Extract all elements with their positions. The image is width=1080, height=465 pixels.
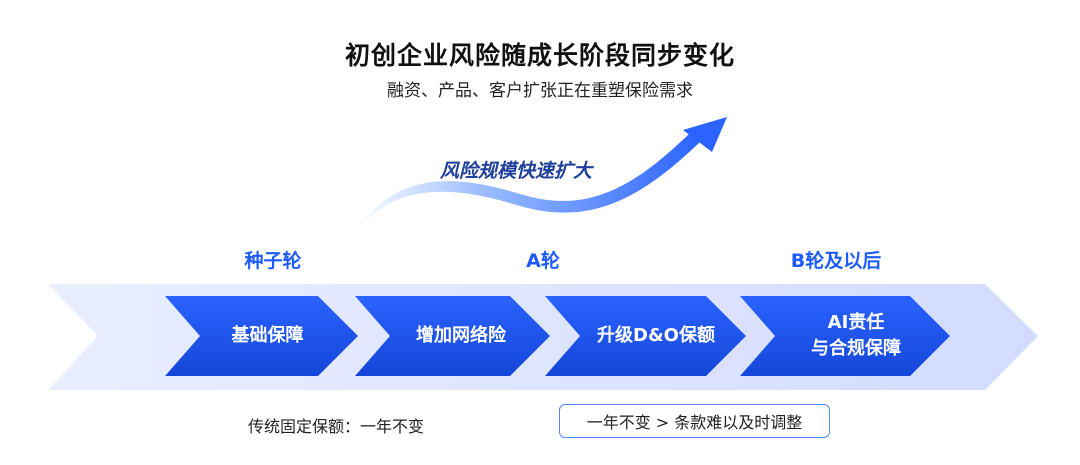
step-chevron-4	[740, 296, 950, 376]
step-4-text-line2: 与合规保障	[811, 338, 901, 359]
stage-label-series-b: B轮及以后	[790, 250, 882, 272]
step-label-2: 增加网络险	[382, 296, 540, 376]
step-4-text-line1: AI责任	[827, 312, 885, 333]
step-chevron-2	[355, 296, 550, 376]
note-box: 一年不变 > 条款难以及时调整	[559, 404, 830, 438]
trend-arrow-head	[683, 117, 727, 152]
page-subtitle: 融资、产品、客户扩张正在重塑保险需求	[387, 81, 693, 101]
step-chevron-3	[545, 296, 746, 376]
step-label-4: AI责任 与合规保障	[770, 296, 942, 376]
step-chevron-1	[165, 296, 358, 376]
trend-label: 风险规模快速扩大	[440, 160, 593, 182]
trend-arrow-body	[352, 131, 702, 236]
step-1-text: 基础保障	[231, 325, 304, 346]
stage-label-seed: 种子轮	[244, 250, 302, 272]
note-box-text: 一年不变 > 条款难以及时调整	[586, 413, 803, 432]
step-3-text: 升级D&O保额	[597, 325, 715, 346]
page-title: 初创企业风险随成长阶段同步变化	[344, 41, 735, 70]
step-2-text: 增加网络险	[416, 325, 506, 346]
step-label-1: 基础保障	[190, 296, 345, 376]
note-fixed-coverage: 传统固定保额：一年不变	[248, 417, 425, 436]
stage-label-series-a: A轮	[526, 250, 560, 272]
step-label-3: 升级D&O保额	[575, 296, 737, 376]
